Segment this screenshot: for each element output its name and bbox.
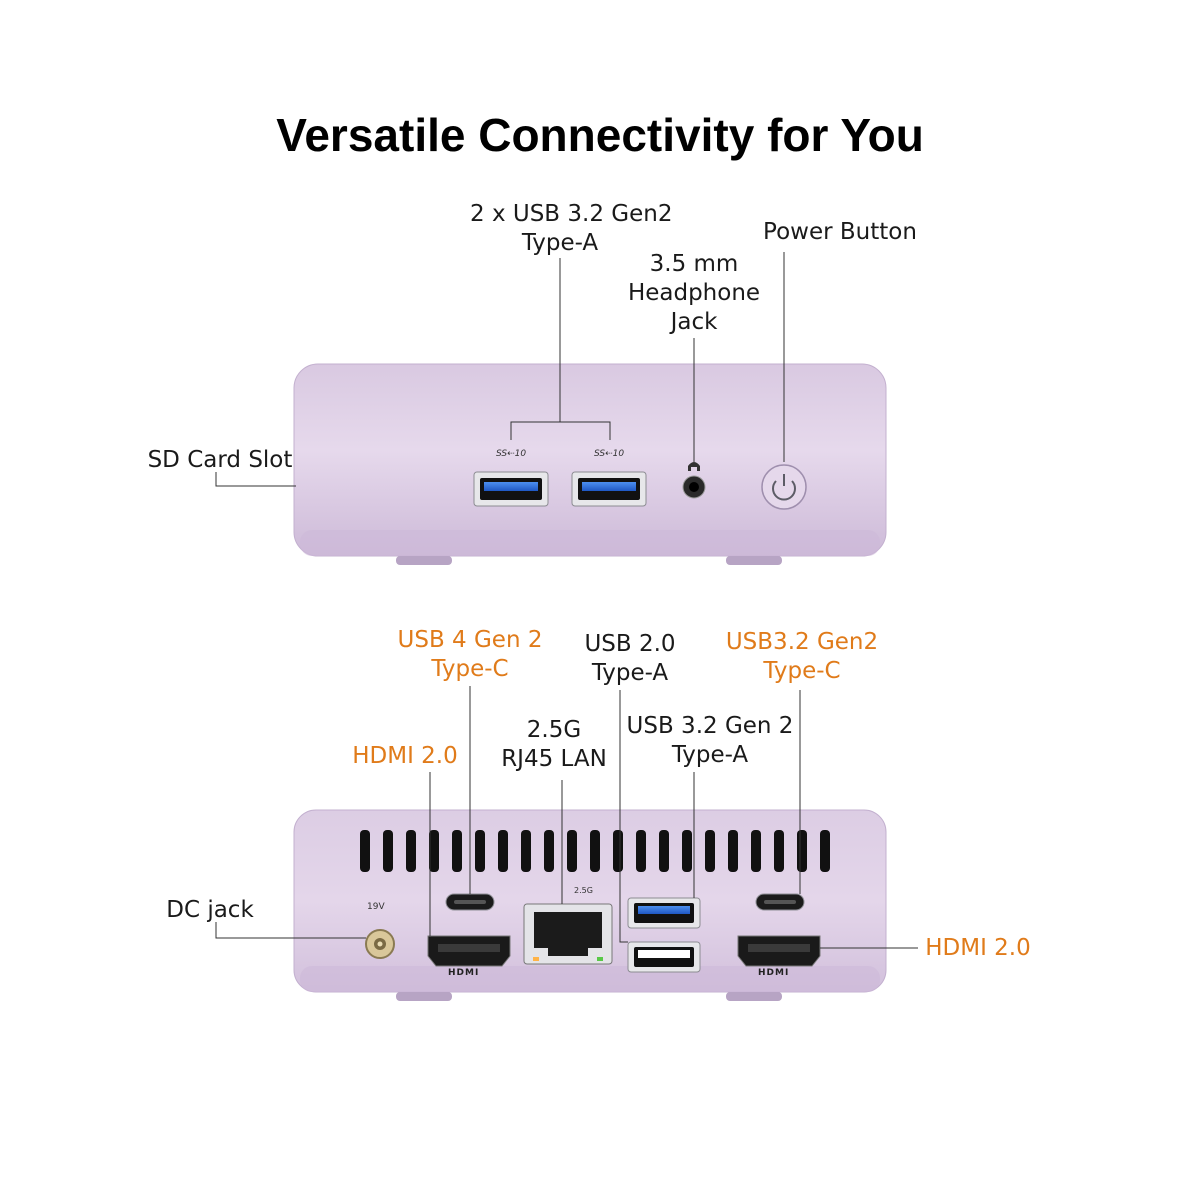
label-headphone-line2: Headphone	[627, 280, 761, 306]
label-usb20-line1: USB 2.0	[584, 631, 676, 657]
label-usb32-type-a: USB 3.2 Gen 2 Type-A	[620, 712, 800, 770]
rear-leader-lines	[215, 686, 918, 949]
label-usb20-line2: Type-A	[591, 660, 669, 686]
label-usb32a-line1: USB 3.2 Gen 2	[626, 713, 794, 739]
label-usb32a-line2: Type-A	[671, 742, 749, 768]
front-usb-a-port-1	[473, 471, 549, 507]
label-usb4-line2: Type-C	[431, 656, 509, 682]
rear-usb-a-2-port	[627, 941, 701, 973]
hdmi-mark-left: HDMI	[448, 968, 480, 978]
label-front-usb-a-line1: 2 x USB 3.2 Gen2	[470, 201, 673, 227]
label-dc-jack: DC jack	[166, 897, 254, 923]
label-sd-card-slot: SD Card Slot	[147, 447, 293, 473]
label-headphone-jack: 3.5 mm Headphone Jack	[614, 250, 774, 337]
page-title: Versatile Connectivity for You	[276, 109, 924, 161]
label-headphone-line1: 3.5 mm	[649, 251, 739, 277]
hdmi-port-right	[737, 935, 821, 967]
hdmi-port-left	[427, 935, 511, 967]
label-rj45-lan: 2.5G RJ45 LAN	[484, 716, 624, 774]
ss10-mark-1: SS⇠10	[496, 449, 527, 459]
headphone-jack	[682, 462, 706, 499]
label-usb32-type-c: USB3.2 Gen2 Type-C	[712, 628, 892, 686]
label-lan-line1: 2.5G	[526, 717, 582, 743]
label-lan-line2: RJ45 LAN	[501, 746, 607, 772]
power-button-graphic	[761, 464, 807, 510]
front-leader-lines	[215, 252, 785, 487]
label-front-usb-a: 2 x USB 3.2 Gen2 Type-A	[470, 200, 673, 258]
label-hdmi-left: HDMI 2.0	[352, 743, 458, 769]
dc-voltage-mark: 19V	[367, 902, 385, 912]
rj45-port	[523, 903, 613, 965]
front-usb-a-port-2	[571, 471, 647, 507]
label-usb20-type-a: USB 2.0 Type-A	[560, 630, 700, 688]
label-hdmi-right: HDMI 2.0	[925, 935, 1031, 961]
label-usb4-type-c: USB 4 Gen 2 Type-C	[380, 626, 560, 684]
rear-usb-a-blue-port	[627, 897, 701, 929]
label-usb4-line1: USB 4 Gen 2	[397, 627, 543, 653]
label-power-button: Power Button	[763, 219, 917, 245]
label-usb32c-line2: Type-C	[763, 658, 841, 684]
usb-c-port-right	[755, 893, 805, 911]
ss10-mark-2: SS⇠10	[594, 449, 625, 459]
label-headphone-line3: Jack	[670, 309, 718, 335]
usb-c-port-left	[445, 893, 495, 911]
label-usb32c-line1: USB3.2 Gen2	[725, 629, 879, 655]
label-front-usb-a-line2: Type-A	[521, 230, 599, 256]
vent-slots	[360, 830, 830, 872]
front-device	[215, 252, 887, 565]
hdmi-mark-right: HDMI	[758, 968, 790, 978]
lan-speed-mark: 2.5G	[574, 886, 593, 895]
dc-jack	[365, 929, 395, 959]
rear-device	[215, 686, 918, 1001]
